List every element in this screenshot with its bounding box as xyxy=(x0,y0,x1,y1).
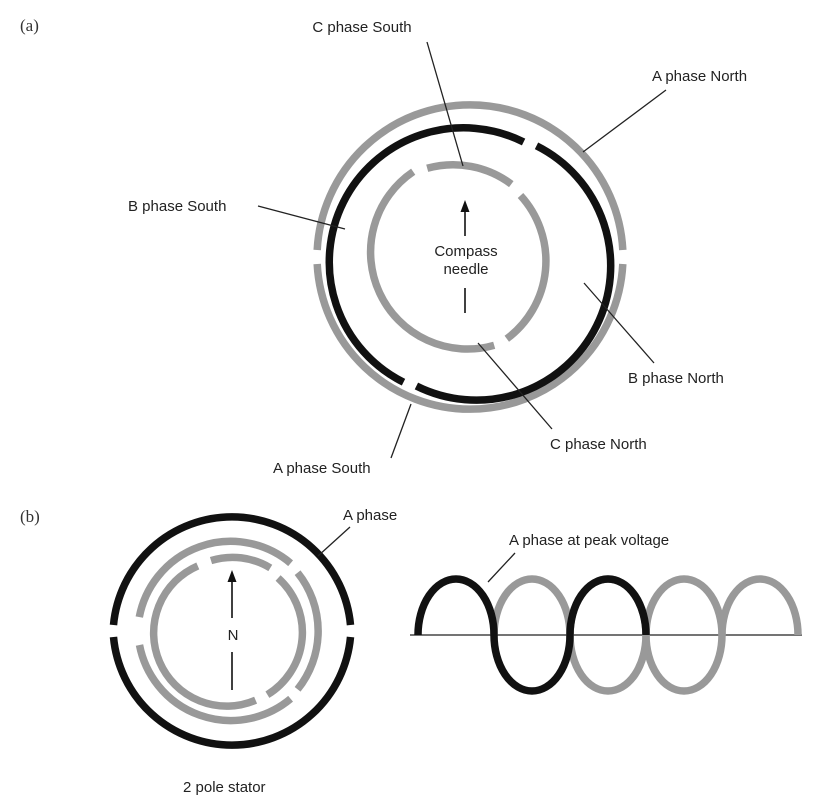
stator-inner-arc-3 xyxy=(265,575,307,698)
stator-outer-ring xyxy=(109,513,355,749)
panel-b-tag: (b) xyxy=(20,507,40,526)
panel-a-tag: (a) xyxy=(20,16,39,35)
c-phase-south-leader xyxy=(426,41,464,167)
stator-inner-ring xyxy=(149,553,307,710)
stator-middle-arc-1 xyxy=(135,537,294,618)
c-phase-south-label: C phase South xyxy=(312,19,411,36)
compass-label-line2: needle xyxy=(443,261,488,278)
stator-inner-arc-2 xyxy=(149,562,258,710)
panel-a: (a) Compass needle C phase South A pha xyxy=(20,16,747,477)
stator-middle-arc-2 xyxy=(135,644,294,725)
stator-needle xyxy=(227,570,237,690)
panel-b: (b) N A phase 2 pole stator xyxy=(20,507,802,796)
stator-outer-bottom-arc xyxy=(109,636,355,749)
peak-voltage-label: A phase at peak voltage xyxy=(509,532,669,549)
a-phase-south-leader xyxy=(390,403,412,459)
c-phase-south-arc xyxy=(426,161,514,188)
b-phase-north-label: B phase North xyxy=(628,370,724,387)
c-phase-north-arc xyxy=(504,192,550,342)
a-phase-south-label: A phase South xyxy=(273,460,371,477)
b-phase-south-arc xyxy=(325,124,526,386)
three-phase-waveforms xyxy=(414,575,802,695)
a-phase-north-label: A phase North xyxy=(652,68,747,85)
stator-inner-arc-1 xyxy=(209,553,273,572)
phase-a-wave xyxy=(414,575,650,695)
b-phase-south-label: B phase South xyxy=(128,198,226,215)
c-phase-ring xyxy=(366,161,550,353)
a-phase-label: A phase xyxy=(343,507,397,524)
stator-needle-label: N xyxy=(228,627,239,644)
b-phase-north-leader xyxy=(583,282,655,364)
b-phase-ring xyxy=(325,124,615,404)
c-phase-north-label: C phase North xyxy=(550,436,647,453)
a-phase-north-arc xyxy=(313,101,627,251)
peak-voltage-leader xyxy=(487,552,516,583)
a-phase-ring xyxy=(313,101,627,413)
stator-caption: 2 pole stator xyxy=(183,779,266,796)
a-phase-south-arc xyxy=(313,263,627,413)
b-phase-south-leader xyxy=(257,205,346,230)
a-phase-leader xyxy=(317,526,351,557)
compass-needle xyxy=(460,200,470,313)
a-phase-north-leader xyxy=(582,89,667,153)
b-phase-north-arc xyxy=(414,142,615,404)
stator-outer-top-arc xyxy=(109,513,355,626)
stator-middle-ring xyxy=(135,537,322,725)
c-phase-north-leader xyxy=(477,342,553,430)
c-phase-south-arc-main xyxy=(366,168,496,353)
compass-label-line1: Compass xyxy=(434,243,497,260)
phase-b-wave xyxy=(490,575,726,695)
stator-middle-arc-3 xyxy=(294,570,322,692)
